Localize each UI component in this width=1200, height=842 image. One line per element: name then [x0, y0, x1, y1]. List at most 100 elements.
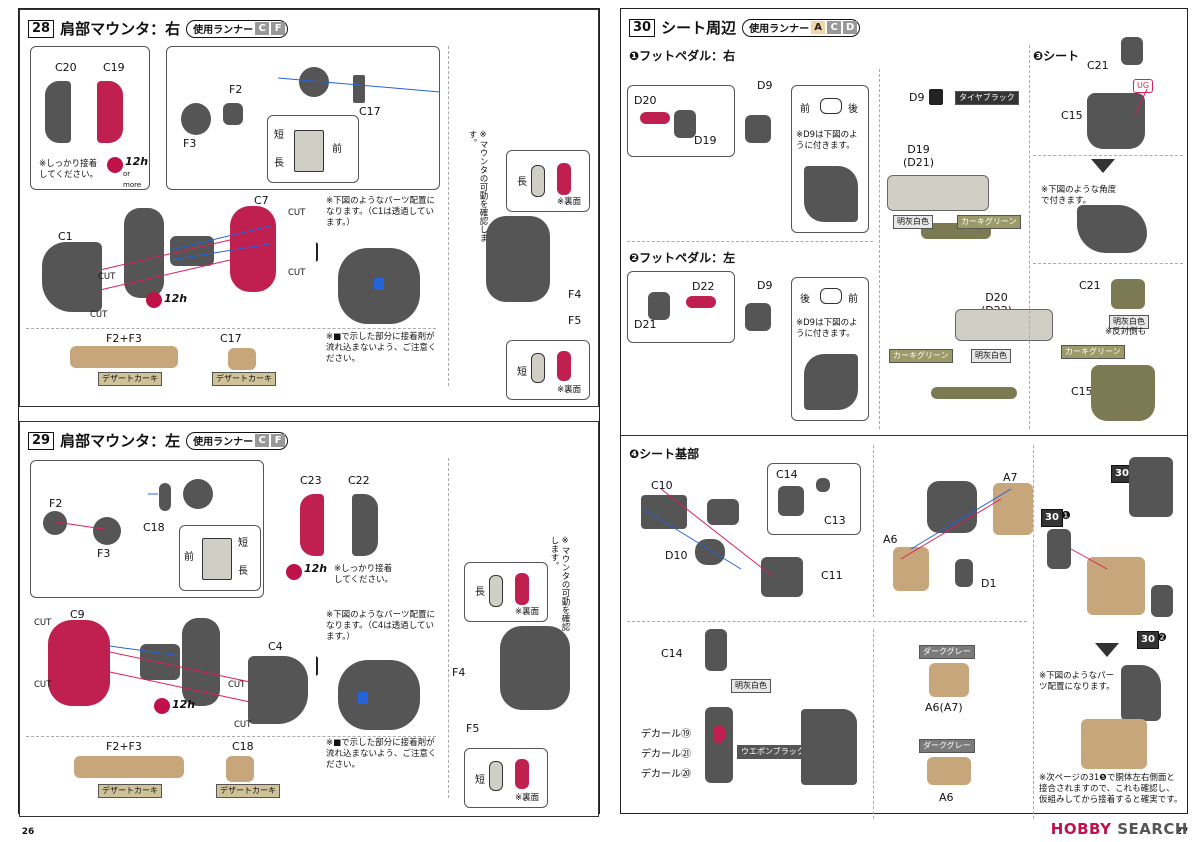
label-d21: D21 — [634, 318, 657, 331]
part-f3 — [93, 517, 121, 545]
part-f2f3-khaki — [74, 756, 184, 778]
label-c18: C18 — [143, 521, 165, 534]
label-d20: D20 — [634, 94, 657, 107]
f2-f3-c18-callout: F2 F3 C18 短 長 前 — [30, 460, 264, 598]
color-tag-light-gray-2: 明灰白色 — [971, 349, 1011, 363]
seat-angle-note: ※下図のような角度で付きます。 — [1041, 185, 1117, 206]
divider-h — [627, 241, 873, 242]
part-d22 — [686, 296, 716, 308]
step-30-number: 30 — [629, 18, 656, 37]
pedal-right-panel: D20 D19 D9 前 後 ※D9は下図のように付きます。 — [627, 73, 871, 235]
ref-step-30-3-num: 30 — [1111, 465, 1133, 483]
label-f2f3: F2+F3 — [106, 332, 142, 345]
cure-time: 12h — [125, 155, 149, 168]
decal-red — [713, 725, 725, 743]
parts-note: ※下図のようなパーツ配置になります。（C4は透過しています。） — [326, 610, 435, 642]
part-a6a7-dark — [929, 663, 969, 697]
label-long2: 長 — [517, 177, 527, 188]
label-decal-20: デカール⑳ — [641, 769, 691, 780]
result-callout: ※下図のようなパーツ配置になります。（C1は透過しています。） ※■で示した部分… — [318, 192, 442, 380]
step-28-title: 肩部マウンタ：右 — [60, 20, 181, 38]
opposite-side-note: ※反対側も — [1105, 327, 1147, 337]
part-f2 — [223, 103, 243, 125]
divider — [448, 46, 449, 386]
final-seat — [1121, 665, 1161, 721]
part-c1 — [42, 242, 102, 312]
part-seat-base-core — [927, 481, 977, 533]
glue-note: ※しっかり接着してください。 — [334, 564, 393, 585]
part-mid-29 — [140, 644, 180, 680]
sub-foot-pedal-right: ❶フットペダル：右 — [629, 49, 736, 63]
label-c10: C10 — [651, 479, 673, 492]
blue-note: ※■で示した部分に接着剤が流れ込まないよう、ご注意ください。 — [326, 738, 437, 770]
label-f3: F3 — [97, 547, 111, 560]
check-part-d — [515, 759, 529, 789]
label-c1: C1 — [58, 230, 73, 243]
next-page-note: ※次ページの31❺で胴体左右側面と接合されますので、これも確認し、仮組みしてから… — [1039, 773, 1183, 805]
label-short: 短 — [274, 130, 284, 141]
label-short: 短 — [238, 538, 248, 549]
label-short2: 短 — [475, 775, 485, 786]
part-joint-29 — [183, 479, 213, 509]
cure-time: 12h — [304, 562, 328, 575]
runner-c: C — [255, 434, 270, 447]
part-c18-khaki — [226, 756, 254, 782]
glue-note: ※しっかり接着してください。 — [39, 159, 98, 180]
part-d20-light — [955, 309, 1053, 341]
label-c18b: C18 — [232, 740, 254, 753]
right-page: 30 シート周辺 使用ランナー A C D ❶フットペダル：右 D20 D19 … — [620, 8, 1188, 819]
seat-ref — [1129, 457, 1173, 517]
label-d22: D22 — [692, 280, 715, 293]
pedal-ref-1 — [1047, 529, 1071, 569]
color-tag-khaki-green-2: カーキグリーン — [889, 349, 953, 363]
divider-v3 — [873, 445, 874, 617]
d9-note: ※D9は下図のように付きます。 — [796, 318, 858, 339]
label-c23: C23 — [300, 474, 322, 487]
label-decal-19: デカール⑲ — [641, 729, 691, 740]
sub-seat: ❸シート — [1033, 49, 1080, 63]
part-c14-small — [707, 499, 739, 525]
label-c15: C15 — [1061, 109, 1083, 122]
ref-step-30-1-num: 30 — [1041, 509, 1063, 527]
ref-step-30-1-sub: ❶ — [1061, 509, 1071, 522]
back-note: ※裏面 — [515, 607, 540, 617]
part-mid-c-29 — [182, 618, 220, 706]
clock-icon — [286, 564, 302, 580]
label-f5: F5 — [466, 722, 480, 735]
step-28-runner-badge: 使用ランナー C F — [186, 19, 289, 38]
pedal-detail — [804, 166, 858, 222]
divider-h — [26, 328, 436, 329]
check-part-a — [489, 575, 503, 607]
label-a6-bottom: A6 — [939, 791, 954, 804]
label-c21b: C21 — [1079, 279, 1101, 292]
ref-step-30-2-num: 30 — [1137, 631, 1159, 649]
divider-h-bottom — [627, 621, 1027, 622]
blue-mark — [358, 692, 368, 704]
color-tag-light-gray-4: 明灰白色 — [731, 679, 771, 693]
runner-label: 使用ランナー — [749, 24, 810, 35]
part-d20-khaki — [931, 387, 1017, 399]
move-note: ※マウンタの可動を確認します。 — [549, 536, 570, 631]
label-d10: D10 — [665, 549, 688, 562]
long-check-box: 長 ※裏面 — [464, 562, 548, 622]
label-c22: C22 — [348, 474, 370, 487]
ref-step-30-2-sub: ❷ — [1157, 631, 1167, 644]
pedal-assembly-left — [745, 303, 771, 331]
label-d9-mid: D9 — [909, 91, 925, 104]
clock-icon — [107, 157, 123, 173]
guide-part-29 — [202, 538, 232, 580]
part-d1 — [955, 559, 973, 587]
parts-note: ※下図のようなパーツ配置になります。（C1は透過しています。） — [326, 196, 435, 228]
part-c22 — [352, 494, 378, 556]
label-f2: F2 — [49, 497, 63, 510]
part-c19 — [97, 81, 123, 143]
part-c18 — [159, 483, 171, 511]
check-part-c — [531, 353, 545, 383]
color-tag-khaki-green-3: カーキグリーン — [1061, 345, 1125, 359]
part-c15 — [1087, 93, 1145, 149]
base-parts-note: ※下図のようなパーツ配置になります。 — [1039, 671, 1115, 692]
d9-note: ※D9は下図のように付きます。 — [796, 130, 858, 151]
cut-mark-3: CUT — [98, 272, 116, 282]
ug-mark: UG — [1133, 79, 1154, 93]
pedal-ref-2 — [1151, 585, 1173, 617]
